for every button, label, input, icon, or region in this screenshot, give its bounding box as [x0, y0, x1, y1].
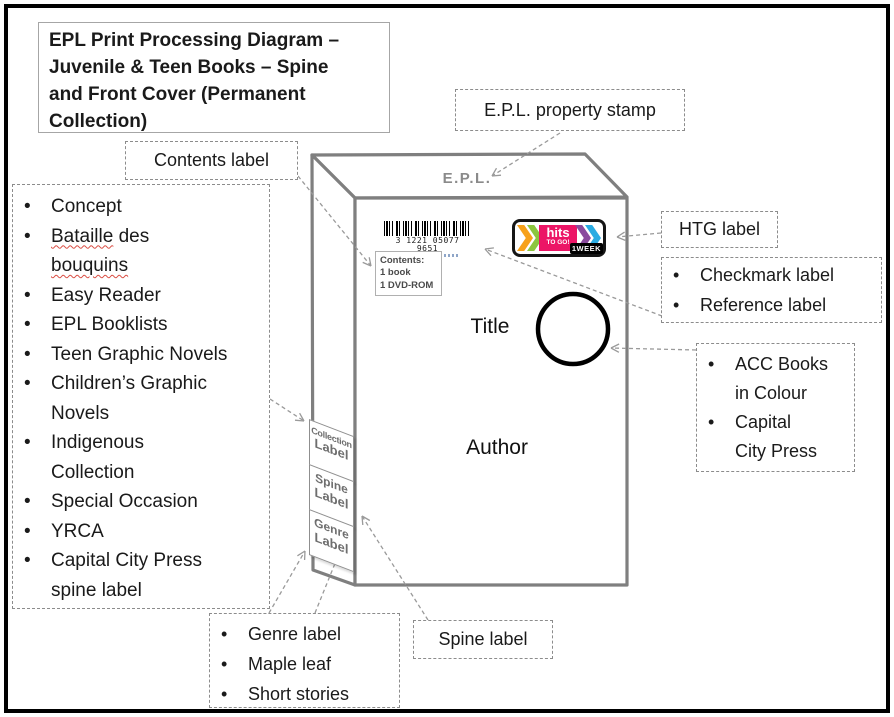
- list-item: Concept: [13, 192, 265, 222]
- list-item: Special Occasion: [13, 487, 265, 517]
- arrowhead: [368, 257, 372, 267]
- list-item: Capital City Press spine label: [13, 546, 265, 605]
- arrow-collections-spine: [269, 398, 305, 422]
- list-item: Teen Graphic Novels: [13, 340, 265, 370]
- arrowhead: [610, 343, 620, 349]
- list-item: Short stories: [210, 679, 399, 709]
- acc-list: ACC Books in Colour Capital City Press: [697, 344, 854, 466]
- callout-acc-list: ACC Books in Colour Capital City Press: [696, 343, 855, 472]
- list-item: Reference label: [662, 290, 881, 320]
- callout-contents-label: Contents label: [125, 141, 298, 180]
- list-item: Children’s Graphic Novels: [13, 369, 265, 428]
- arrow-contents-label: [297, 175, 372, 267]
- arrowhead: [299, 412, 305, 422]
- list-item: Capital City Press: [697, 408, 854, 466]
- contents-sticker-line: Contents:: [380, 255, 425, 266]
- arrowhead: [491, 174, 502, 177]
- contents-sticker: Contents: 1 book 1 DVD-ROM: [375, 251, 442, 297]
- page-title: EPL Print Processing Diagram – Juvenile …: [38, 22, 390, 133]
- list-item: ACC Books in Colour: [697, 350, 854, 408]
- barcode-bars: [384, 221, 471, 236]
- arrowhead: [361, 515, 364, 526]
- htg-sticker: hits TO GO! 1WEEK: [512, 219, 606, 257]
- arrow-htg-label: [616, 232, 662, 238]
- arrowhead: [616, 231, 625, 238]
- arrowhead: [491, 167, 498, 177]
- arrowhead: [484, 248, 492, 257]
- list-item: Maple leaf: [210, 649, 399, 679]
- contents-sticker-line: 1 DVD-ROM: [380, 279, 434, 291]
- spine-labels: Collection Label Spine Label Genre Label: [309, 419, 354, 573]
- cover-circle: [535, 291, 611, 367]
- callout-property-stamp: E.P.L. property stamp: [455, 89, 685, 131]
- arrowhead: [361, 515, 371, 522]
- list-item: YRCA: [13, 517, 265, 547]
- list-item: Checkmark label: [662, 260, 881, 290]
- barcode-number: 3 1221 05077 9651: [395, 236, 460, 253]
- checkmark-list: Checkmark label Reference label: [662, 258, 881, 320]
- arrowhead: [616, 236, 626, 242]
- arrowhead: [294, 419, 305, 422]
- htg-hits-text: hits: [546, 225, 570, 240]
- callout-genre-list: Genre label Maple leaf Short stories: [209, 613, 400, 709]
- arrowhead: [362, 261, 372, 267]
- htg-togo-text: TO GO!: [546, 239, 570, 246]
- arrowhead: [297, 550, 306, 557]
- list-item: Indigenous Collection: [13, 428, 265, 487]
- epl-property-stamp-text: E.P.L.: [442, 170, 492, 187]
- arrow-genre-1: [268, 550, 306, 614]
- contents-sticker-line: 1 book: [380, 267, 411, 279]
- arrowhead: [484, 247, 494, 250]
- callout-spine-label: Spine label: [413, 620, 553, 659]
- arrow-genre-2: [314, 555, 339, 614]
- htg-week-tag: 1WEEK: [569, 243, 603, 254]
- list-item: Easy Reader: [13, 281, 265, 311]
- genre-list: Genre label Maple leaf Short stories: [210, 614, 399, 709]
- callout-checkmark-list: Checkmark label Reference label: [661, 257, 882, 323]
- arrowhead: [610, 347, 620, 353]
- cover-author-text: Author: [466, 436, 528, 459]
- list-item: EPL Booklists: [13, 310, 265, 340]
- cover-title-text: Title: [470, 315, 510, 338]
- list-item: Genre label: [210, 619, 399, 649]
- arrow-acc-circle: [610, 347, 697, 351]
- arrow-checkmark-label: [484, 248, 663, 317]
- callout-htg-label: HTG label: [661, 211, 778, 248]
